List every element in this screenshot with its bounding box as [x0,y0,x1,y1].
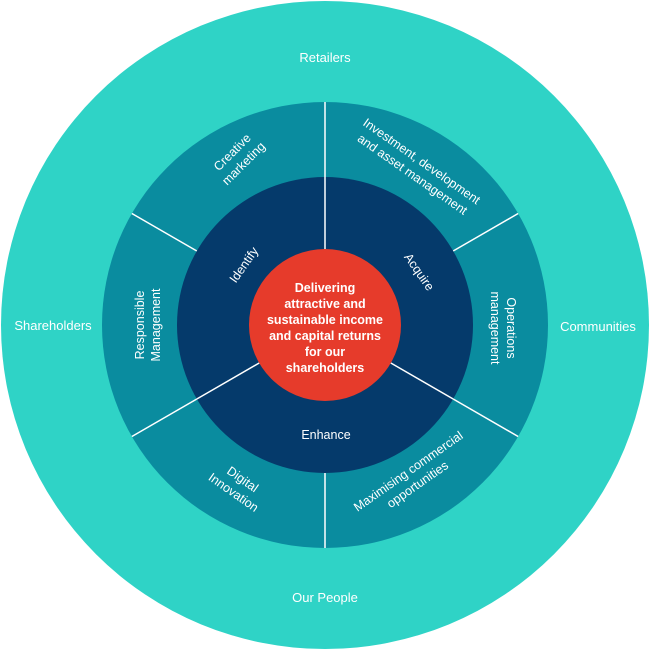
segment-responsible-management: Responsible Management [133,288,163,361]
ring-divider-line [196,362,260,400]
stage-label-enhance: Enhance [301,428,350,442]
ring-divider-line [452,212,519,252]
center-line: and capital returns [269,329,381,343]
ring-divider-line [390,362,454,400]
segment-label-line: management [488,292,502,365]
center-objective-circle [249,249,401,401]
outer-label-shareholders: Shareholders [14,318,92,333]
center-objective-text: Delivering attractive and sustainable in… [267,281,383,375]
segment-operations-management: Operations management [488,292,518,365]
outer-label-communities: Communities [560,319,636,334]
ring-divider-line [131,398,198,438]
center-line: Delivering [295,281,355,295]
outer-label-our-people: Our People [292,590,358,605]
segment-label-line: Operations [504,297,518,358]
center-line: sustainable income [267,313,383,327]
ring-divider-line [452,398,519,438]
ring-divider-line [131,212,198,252]
center-line: attractive and [284,297,365,311]
segment-label-line: Management [149,288,163,361]
center-line: shareholders [286,361,365,375]
outer-label-retailers: Retailers [299,50,351,65]
middle-ring-dividers [131,102,519,548]
segment-label-line: Responsible [133,291,147,360]
center-line: for our [305,345,345,359]
inner-ring-dividers [196,177,454,400]
